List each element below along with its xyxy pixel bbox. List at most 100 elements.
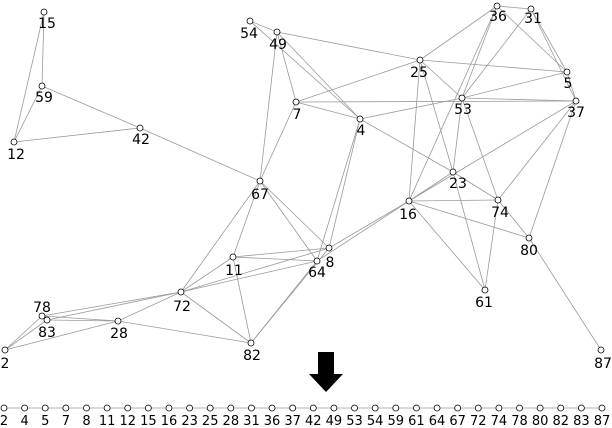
edge-11-64 [232,256,318,262]
node-marker [449,168,457,176]
sequence-marker [144,404,152,412]
sequence-item-28: 28 [223,404,239,428]
node-marker [563,68,571,76]
node-layer: 2457811121516232528313637424953545961646… [1,2,612,372]
edge-36-5 [496,5,568,73]
node-80: 80 [520,234,538,259]
node-label: 83 [38,325,56,341]
sequence-item-25: 25 [202,404,218,428]
sequence-label: 31 [243,414,260,428]
sequence-item-74: 74 [491,404,507,428]
sequence-item-31: 31 [243,404,260,428]
sequence-marker [433,404,441,412]
sequence-marker [557,404,565,412]
node-label: 37 [567,105,585,121]
sequence-item-78: 78 [511,404,528,428]
sequence-marker [371,404,379,412]
edge-67-8 [259,180,330,249]
node-label: 23 [449,176,467,192]
sequence-item-4: 4 [20,404,29,428]
edge-16-61 [408,200,486,291]
edge-67-11 [232,180,261,258]
edge-74-80 [497,199,530,239]
sequence-label: 49 [326,414,343,428]
edge-31-5 [530,8,568,73]
sequence-label: 87 [594,414,611,428]
node-marker [481,286,489,294]
node-59: 59 [35,82,53,106]
node-42: 42 [132,124,150,148]
edge-28-82 [117,320,252,344]
edge-49-7 [276,31,297,103]
edge-37-74 [497,100,577,201]
edge-4-23 [359,118,454,173]
node-12: 12 [7,138,25,163]
edge-78-2 [4,315,43,351]
sequence-label: 23 [181,414,198,428]
node-label: 78 [33,300,51,316]
node-label: 59 [35,90,53,106]
node-label: 25 [410,65,428,81]
edge-53-4 [359,97,463,120]
node-marker [247,339,255,347]
edge-23-61 [452,171,486,291]
node-11: 11 [225,253,243,279]
sequence-item-49: 49 [326,404,343,428]
sequence-marker [577,404,585,412]
node-marker [493,2,501,10]
edge-15-59 [41,11,45,87]
edge-53-74 [461,97,499,201]
node-54: 54 [240,17,258,42]
node-label: 5 [564,76,573,92]
sequence-label: 64 [429,414,446,428]
sequence-marker [268,404,276,412]
edge-72-82 [180,291,252,344]
sequence-marker [474,404,482,412]
edge-49-67 [259,31,278,182]
node-marker [416,56,424,64]
sequence-marker [62,404,70,412]
sequence-item-83: 83 [573,404,590,428]
sequence-marker [351,404,358,412]
edge-25-23 [419,59,454,173]
edge-25-5 [419,59,568,73]
sequence-marker [83,404,90,412]
edge-83-28 [46,319,119,322]
edge-36-53 [461,5,498,99]
node-label: 80 [520,243,538,259]
sequence-label: 80 [532,414,549,428]
node-8: 8 [326,244,335,271]
node-53: 53 [454,94,472,118]
edge-7-25 [295,59,421,103]
edge-11-72 [180,256,234,293]
edge-11-8 [232,247,330,258]
sequence-marker [309,404,317,412]
node-marker [273,28,281,36]
node-72: 72 [173,288,191,315]
node-marker [458,94,466,102]
sequence-label: 72 [470,414,487,428]
edge-7-37 [295,100,577,103]
node-label: 8 [326,255,335,271]
node-label: 53 [454,102,472,118]
node-marker [10,138,18,146]
sequence-marker [186,404,193,412]
node-label: 15 [38,16,56,32]
node-label: 74 [491,205,509,221]
sequence-marker [516,404,523,412]
sequence-item-64: 64 [429,404,446,428]
node-marker [40,8,48,16]
sequence-label: 36 [264,414,281,428]
sequence-item-87: 87 [594,404,611,428]
sequence-item-72: 72 [470,404,487,428]
sequence-label: 59 [388,414,405,428]
edge-16-8 [328,200,410,249]
edge-36-16 [408,5,498,202]
sequence-label: 7 [62,414,70,428]
sequence-marker [392,404,400,412]
edge-83-2 [4,319,48,351]
edge-16-64 [316,200,410,262]
sequence-label: 4 [20,414,28,428]
sequence-marker [454,404,462,412]
sequence-label: 42 [305,414,322,428]
